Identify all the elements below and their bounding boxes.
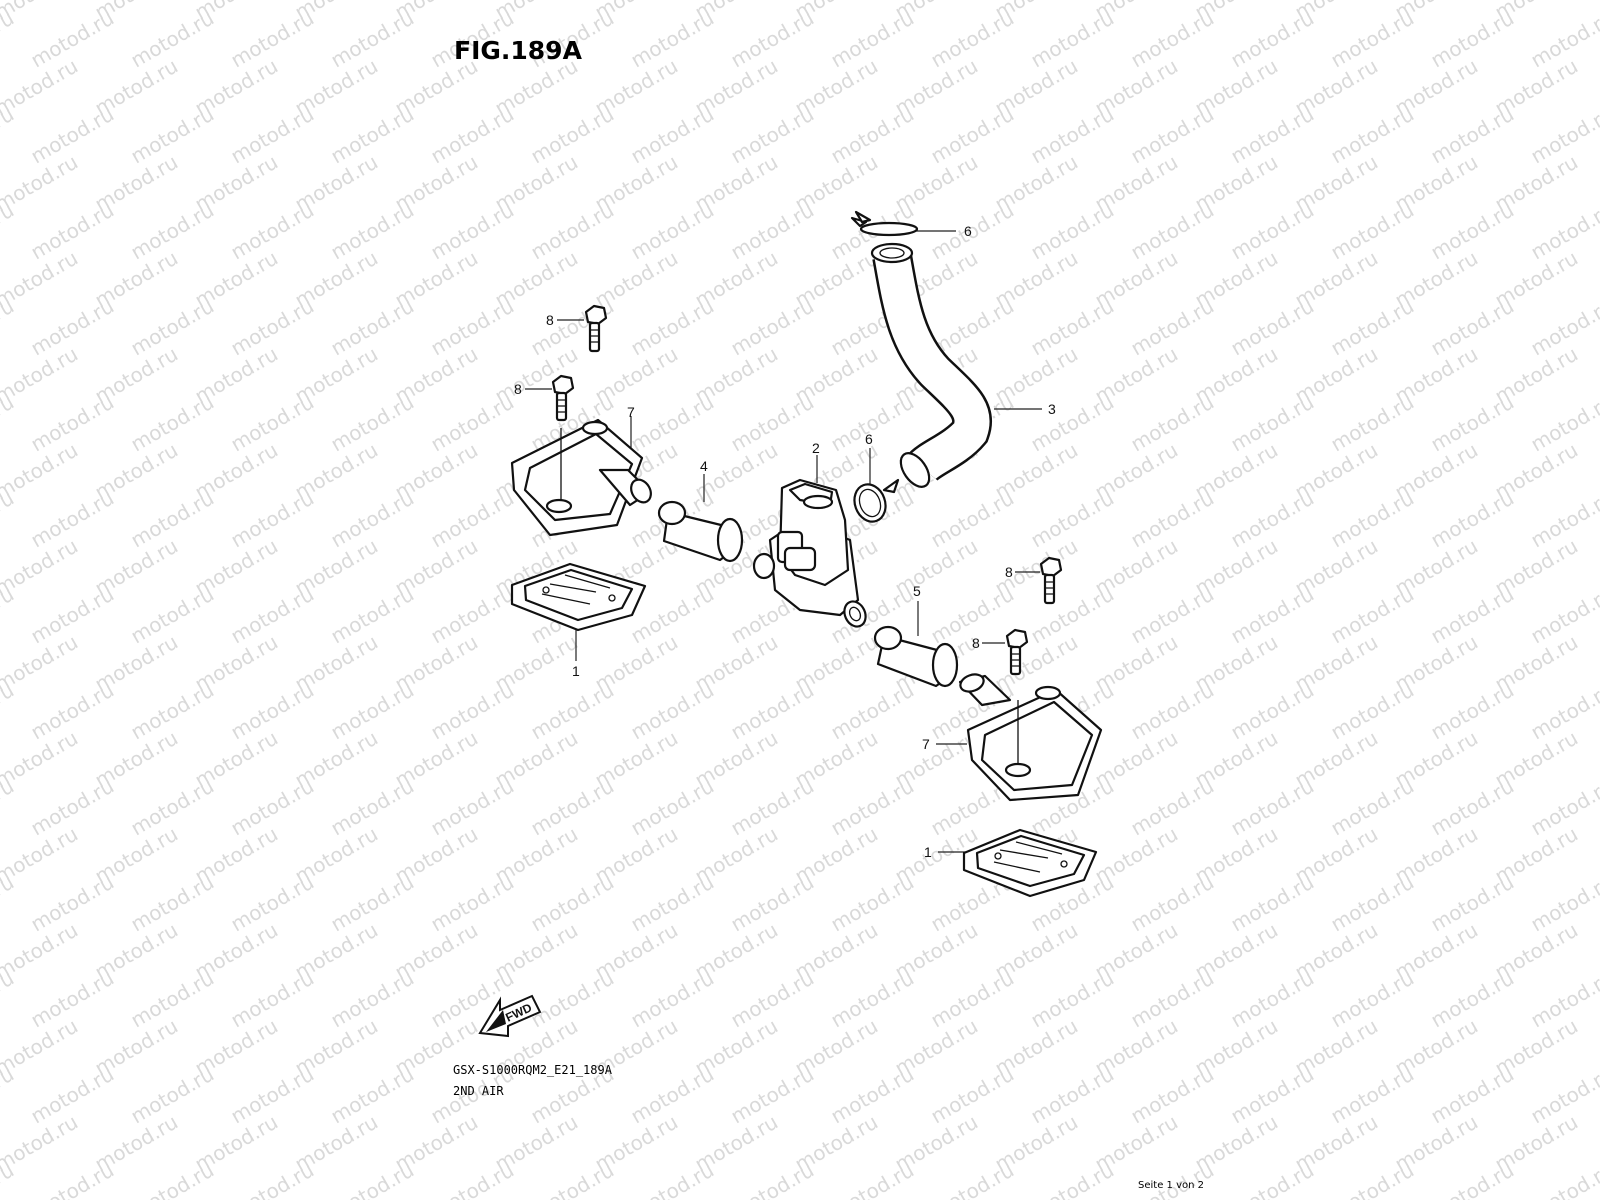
callout-2: 2 [812, 440, 820, 456]
callout-8: 8 [514, 381, 522, 397]
callout-6: 6 [964, 223, 972, 239]
forward-arrow-icon: FWD [478, 994, 542, 1038]
bolt-part-8-d [1005, 628, 1029, 676]
callout-6: 6 [865, 431, 873, 447]
reed-cover-upper-part-7 [510, 418, 652, 537]
callout-8: 8 [546, 312, 554, 328]
leader-lines [525, 230, 1042, 853]
reed-cover-lower-part-7 [958, 673, 1103, 802]
callout-1: 1 [572, 663, 580, 679]
hose-part-4 [657, 500, 744, 563]
bolt-part-8-c [1039, 556, 1063, 605]
valve-part-2 [752, 478, 867, 628]
bolt-part-8-a [584, 304, 608, 353]
reed-valve-upper-part-1 [510, 562, 647, 632]
callout-8: 8 [1005, 564, 1013, 580]
figure-title: FIG.189A [454, 36, 582, 65]
callout-4: 4 [700, 458, 708, 474]
section-name: 2ND AIR [453, 1084, 504, 1098]
callout-8: 8 [972, 635, 980, 651]
callout-1: 1 [924, 844, 932, 860]
reed-valve-lower-part-1 [962, 828, 1098, 898]
callout-5: 5 [913, 583, 921, 599]
hose-part-3 [870, 242, 992, 488]
hose-part-5 [873, 625, 959, 688]
clamp-upper-part-6 [850, 210, 919, 237]
callout-7: 7 [922, 736, 930, 752]
model-code: GSX-S1000RQM2_E21_189A [453, 1063, 612, 1077]
page-indicator: Seite 1 von 2 [1138, 1180, 1204, 1191]
bolt-part-8-b [551, 374, 575, 422]
callout-3: 3 [1048, 401, 1056, 417]
callout-7: 7 [627, 404, 635, 420]
clamp-lower-part-6 [853, 478, 900, 523]
callout-labels: 8 8 7 4 2 6 6 3 1 5 8 8 7 1 [514, 223, 1056, 860]
